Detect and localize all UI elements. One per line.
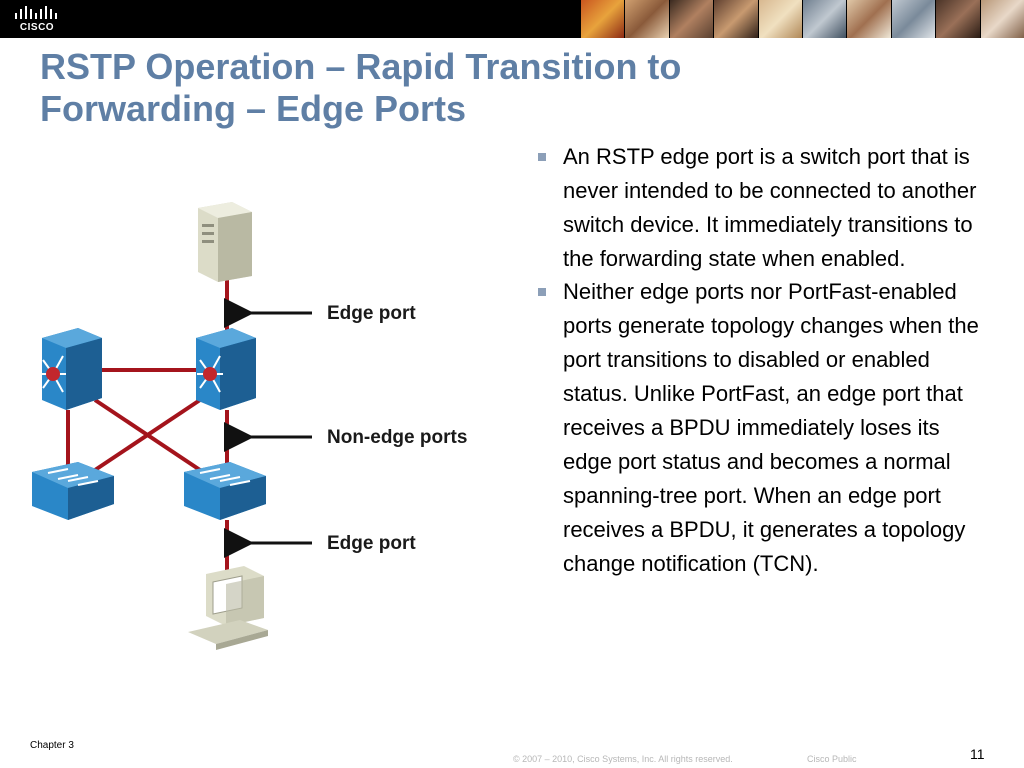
label-arrows xyxy=(224,298,312,558)
switch-icon xyxy=(184,462,266,520)
square-bullet-icon xyxy=(538,153,546,161)
footer-copyright: © 2007 – 2010, Cisco Systems, Inc. All r… xyxy=(513,754,733,764)
server-icon xyxy=(198,202,252,282)
cisco-logo: CISCO xyxy=(12,5,62,35)
link-core-left-to-access-right xyxy=(93,398,217,482)
pc-icon xyxy=(188,566,268,650)
label-edge-port-bottom: Edge port xyxy=(327,533,416,554)
bullet-text: An RSTP edge port is a switch port that … xyxy=(563,144,977,271)
label-edge-port-top: Edge port xyxy=(327,303,416,324)
cisco-bars-icon xyxy=(15,6,57,19)
square-bullet-icon xyxy=(538,288,546,296)
label-non-edge-ports: Non-edge ports xyxy=(327,427,467,448)
multilayer-switch-icon xyxy=(196,328,256,410)
cisco-logo-text: CISCO xyxy=(19,22,55,33)
multilayer-switch-icon xyxy=(40,328,102,410)
link-core-right-to-access-left xyxy=(78,398,202,482)
footer-chapter: Chapter 3 xyxy=(30,740,74,751)
bullet-text: Neither edge ports nor PortFast-enabled … xyxy=(563,279,979,576)
network-links xyxy=(66,270,229,575)
rstp-edge-port-diagram: Edge port Non-edge ports Edge port xyxy=(32,202,467,650)
header-bar: CISCO xyxy=(0,0,1024,38)
slide-title-line-2: Forwarding – Edge Ports xyxy=(40,88,467,129)
slide-title: RSTP Operation – Rapid Transition to For… xyxy=(40,46,800,130)
footer-classification: Cisco Public xyxy=(807,754,857,764)
slide-title-line-1: RSTP Operation – Rapid Transition to xyxy=(40,46,682,87)
people-photo-strip xyxy=(580,0,1024,38)
bullet-list: An RSTP edge port is a switch port that … xyxy=(537,140,987,580)
page-number: 11 xyxy=(970,746,985,762)
bullet-item: Neither edge ports nor PortFast-enabled … xyxy=(537,275,987,581)
switch-icon xyxy=(32,462,114,520)
bullet-item: An RSTP edge port is a switch port that … xyxy=(537,140,987,276)
